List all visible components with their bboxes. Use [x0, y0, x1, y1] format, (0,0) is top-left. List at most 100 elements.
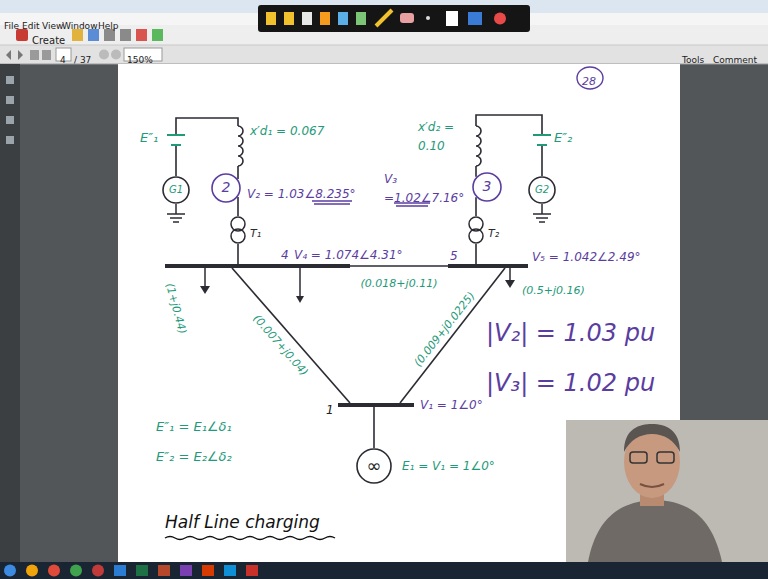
equation-note: E₁ = V₁ = 1∠0°: [402, 459, 495, 473]
bus-number-circle-shape: [473, 173, 501, 201]
menu-item: Edit: [22, 21, 39, 31]
node-label: 3: [483, 178, 492, 196]
voltage-note: |V₃| = 1.02 pu: [486, 369, 655, 397]
wavy-underline: [165, 537, 335, 540]
voltage-label-wrap: V₂ = 1.03∠8.235°: [247, 183, 356, 202]
eraser-icon: [400, 13, 414, 23]
bus-number-circle: 2: [211, 173, 241, 203]
load-arrowhead: [505, 280, 515, 288]
heading-note: Half Line charging: [165, 512, 320, 532]
bus-number-circle: 3: [472, 172, 502, 202]
bus-label: 5: [450, 245, 458, 264]
close-icon: [494, 13, 506, 25]
presenter-shirt: [588, 500, 722, 562]
transformer-symbol: [469, 229, 483, 243]
reactance-label-wrap: x′d₁ = 0.067: [250, 120, 324, 139]
node-label: G2: [535, 184, 549, 197]
equation-note: E″₂ = E₂∠δ₂: [156, 449, 232, 464]
equation-note-wrap: E₁ = V₁ = 1∠0°: [402, 455, 495, 474]
impedance-label: (0.007+j0.04): [250, 311, 312, 379]
load-arrow: [299, 268, 301, 297]
menu-item-wrap: Window: [62, 14, 98, 33]
source-plate: [537, 144, 547, 146]
voltage-label: V₂ = 1.03∠8.235°: [247, 187, 356, 201]
left-sidebar: [0, 64, 20, 562]
reactance-label: x′d₁ = 0.067: [250, 124, 324, 138]
load-label-wrap: (1+j0.44): [162, 280, 194, 335]
presenter-hair: [624, 424, 680, 452]
bus-number: 1: [326, 403, 334, 417]
page-count-wrap: / 37: [74, 48, 91, 67]
page-number-wrap: 4: [60, 48, 66, 67]
transformer-symbol: [231, 229, 245, 243]
page-number-circle: [577, 67, 603, 89]
zoom-out-icon: [99, 50, 109, 60]
toolbar-icon: [136, 29, 147, 41]
impedance-label: (0.009+j0.0225): [411, 289, 478, 370]
transformer-gap: [468, 216, 484, 244]
load-arrow: [509, 268, 511, 282]
transformer-label-wrap: T₁: [250, 222, 261, 241]
impedance-label: (0.018+j0.11): [360, 277, 439, 290]
ground-symbol: [533, 204, 551, 222]
reactance-label-wrap: x′d₂ = 0.10: [418, 116, 472, 154]
toolbar-icon: [30, 50, 39, 60]
reactance-label: x′d₂ = 0.10: [418, 120, 454, 153]
toolbar-icon: [42, 50, 51, 60]
taskbar-icon: [114, 565, 126, 576]
double-underline: [314, 203, 350, 205]
sidebar-icon: [6, 76, 14, 84]
bus-bar: 5: [448, 264, 528, 268]
taskbar-icon: [26, 565, 38, 577]
source-label-wrap: E″₁: [140, 127, 158, 146]
voltage-label: V₁ = 1∠0°: [420, 398, 483, 412]
sidebar-icon: [6, 136, 14, 144]
inductor-symbol: [238, 126, 243, 166]
sidebar-icon: [6, 116, 14, 124]
pen-icon: [302, 12, 312, 25]
generator-circle-shape: [163, 177, 189, 203]
page-number: 4: [60, 55, 66, 65]
menu-item: File: [4, 21, 19, 31]
circuit-wire: [373, 407, 375, 448]
taskbar-icon: [48, 565, 60, 577]
bus-number: 4: [281, 248, 289, 262]
inductor-symbol: [476, 126, 481, 166]
circuit-wire: [476, 115, 542, 177]
taskbar-icon: [136, 565, 148, 576]
menu-item-wrap: Help: [98, 14, 119, 33]
taskbar: [0, 562, 768, 579]
bus-label: 4: [281, 244, 289, 263]
infinite-bus-circle: ∞: [356, 448, 392, 484]
bus-number-circle-shape: [212, 174, 240, 202]
inductor-gap: [232, 126, 246, 166]
load-arrowhead: [200, 286, 210, 294]
taskbar-icon: [224, 565, 236, 576]
double-underline: [396, 205, 428, 207]
nav-arrow: [6, 50, 11, 60]
load-arrowhead: [296, 296, 304, 303]
voltage-label-wrap: V₁ = 1∠0°: [420, 394, 483, 413]
taskbar-icon: [158, 565, 170, 576]
transformer-label: T₂: [488, 227, 499, 240]
impedance-label-wrap: (0.009+j0.0225): [407, 286, 479, 371]
voltage-note: |V₂| = 1.03 pu: [486, 319, 655, 347]
page-callout-wrap: 28: [582, 70, 596, 89]
load-label-wrap: (0.5+j0.16): [522, 279, 585, 298]
menu-item-wrap: Edit: [22, 14, 39, 33]
toolbar-button-wrap: Create: [32, 29, 65, 48]
equation-note-wrap: E″₁ = E₁∠δ₁: [156, 416, 232, 435]
transformer-label-wrap: T₂: [488, 222, 499, 241]
generator-circle-shape: [529, 177, 555, 203]
taskbar-icon: [4, 565, 16, 577]
equation-note: E″₁ = E₁∠δ₁: [156, 419, 232, 434]
impedance-label-wrap: (0.007+j0.04): [249, 308, 315, 380]
heading-note-wrap: Half Line charging: [165, 512, 320, 533]
voltage-label-wrap: V₅ = 1.042∠2.49°: [532, 246, 641, 265]
voltage-note-wrap: |V₃| = 1.02 pu: [486, 368, 655, 398]
source-plate: [533, 134, 551, 136]
sidebar-icon: [6, 96, 14, 104]
